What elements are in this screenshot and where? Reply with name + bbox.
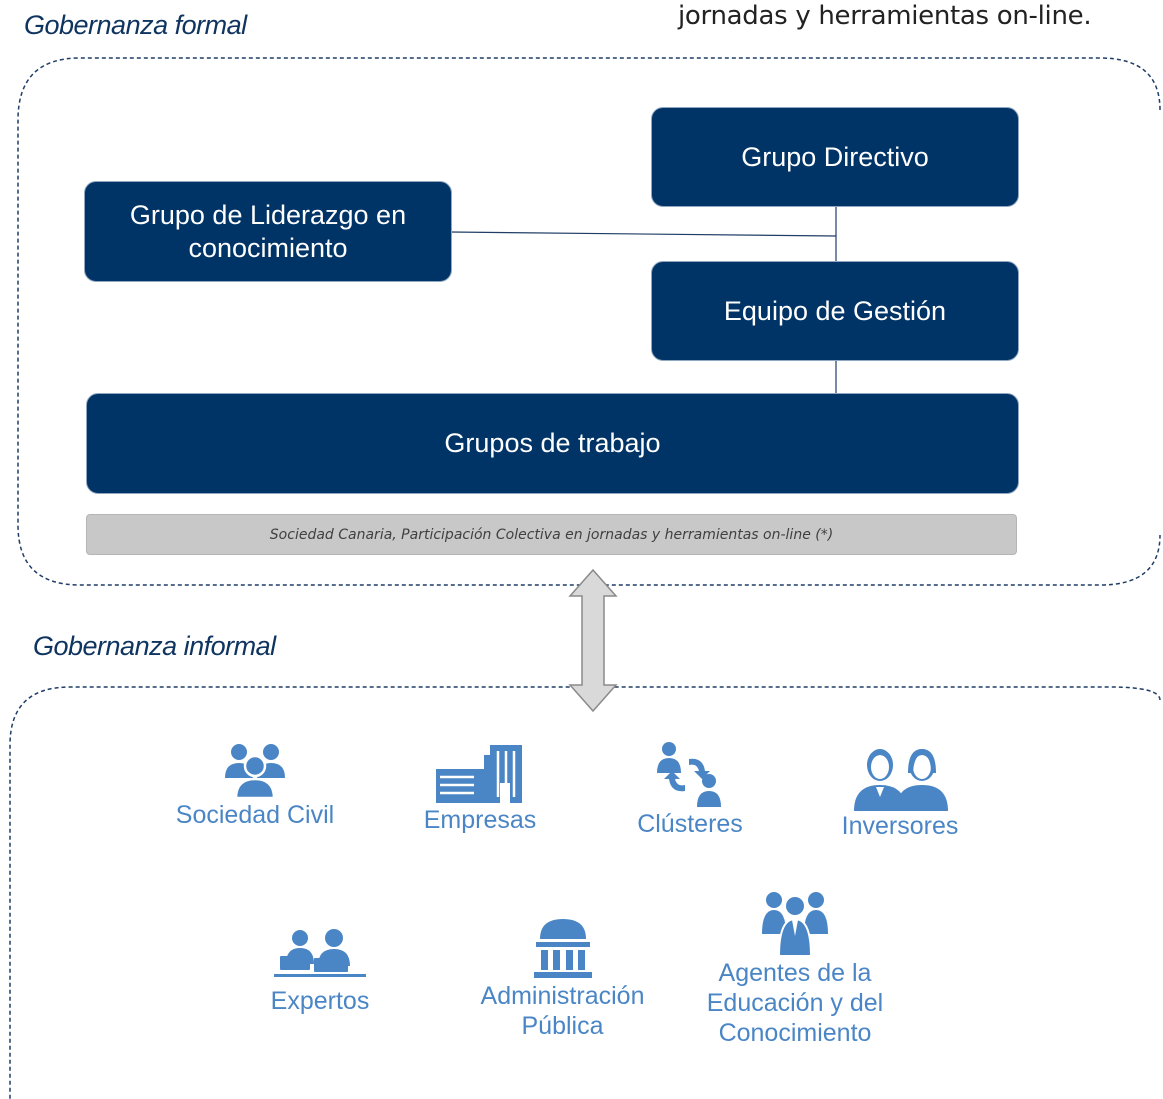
stakeholder-inversores: Inversores bbox=[810, 745, 990, 841]
stakeholder-expertos: Expertos bbox=[245, 928, 395, 1016]
stakeholder-label: Expertos bbox=[270, 987, 370, 1015]
stakeholder-sociedad-civil: Sociedad Civil bbox=[160, 740, 350, 830]
stakeholder-label: Clústeres bbox=[637, 810, 743, 838]
informal-container-border bbox=[9, 686, 1161, 1099]
stakeholder-administracion: Administración Pública bbox=[460, 917, 665, 1041]
grupo-liderazgo-box: Grupo de Liderazgo en conocimiento bbox=[84, 181, 452, 282]
connector-liderazgo bbox=[449, 231, 837, 237]
stakeholder-label: Sociedad Civil bbox=[175, 801, 335, 829]
stakeholder-empresas: Empresas bbox=[390, 743, 570, 835]
agents-group-icon bbox=[762, 892, 828, 957]
stakeholder-label: Agentes de la Educación y del Conocimien… bbox=[706, 959, 884, 1047]
stakeholder-label: Administración Pública bbox=[480, 982, 645, 1040]
informal-section-title: Gobernanza informal bbox=[33, 631, 276, 661]
stakeholder-clusteres: Clústeres bbox=[610, 741, 770, 839]
grupos-trabajo-box: Grupos de trabajo bbox=[86, 393, 1019, 494]
double-arrow bbox=[568, 568, 618, 713]
top-right-text: jornadas y herramientas on-line. bbox=[678, 1, 1092, 31]
equipo-gestion-label: Equipo de Gestión bbox=[723, 295, 947, 326]
stakeholder-label: Empresas bbox=[423, 806, 537, 834]
investors-icon bbox=[854, 749, 948, 811]
grupo-directivo-label: Grupo Directivo bbox=[741, 141, 929, 172]
cluster-exchange-icon bbox=[657, 742, 721, 807]
grupo-directivo-box: Grupo Directivo bbox=[651, 107, 1019, 207]
people-group-icon bbox=[225, 744, 285, 800]
buildings-icon bbox=[436, 745, 522, 803]
formal-container-border bbox=[17, 57, 1161, 586]
formal-section-title: Gobernanza formal bbox=[24, 10, 247, 40]
stakeholder-agentes: Agentes de la Educación y del Conocimien… bbox=[695, 886, 895, 1048]
participation-bar-label: Sociedad Canaria, Participación Colectiv… bbox=[269, 526, 834, 543]
stakeholder-label: Inversores bbox=[841, 812, 959, 840]
equipo-gestion-box: Equipo de Gestión bbox=[651, 261, 1019, 361]
participation-bar: Sociedad Canaria, Participación Colectiv… bbox=[86, 514, 1017, 555]
grupo-liderazgo-label: Grupo de Liderazgo en conocimiento bbox=[129, 199, 407, 263]
grupos-trabajo-label: Grupos de trabajo bbox=[444, 428, 661, 458]
government-building-icon bbox=[533, 919, 592, 978]
experts-laptop-icon bbox=[274, 929, 366, 977]
